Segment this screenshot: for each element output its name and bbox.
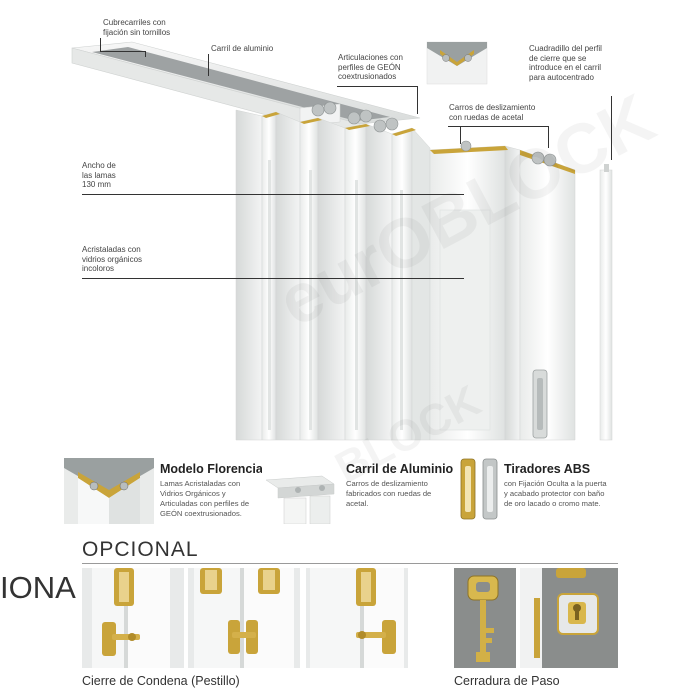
tiradores-detail-image bbox=[460, 458, 498, 520]
folded-slats bbox=[235, 101, 431, 441]
articulation-detail-thumb bbox=[426, 41, 488, 85]
label-carril: Carril de aluminio bbox=[211, 44, 274, 53]
carril-title: Carril de Aluminio bbox=[346, 462, 454, 476]
cerradura-caption: Cerradura de Paso bbox=[454, 674, 560, 688]
lock-photo bbox=[520, 568, 618, 668]
opcional-title: OPCIONAL bbox=[82, 538, 199, 561]
tiradores-title: Tiradores ABS bbox=[504, 462, 591, 476]
latch-photo-3 bbox=[306, 568, 408, 668]
side-text: IONA bbox=[0, 570, 76, 605]
opcional-divider bbox=[82, 563, 618, 564]
carril-detail-image bbox=[262, 470, 338, 524]
florencia-title: Modelo Florencia bbox=[160, 462, 263, 476]
latch-photo-1 bbox=[82, 568, 184, 668]
open-slats bbox=[429, 140, 613, 441]
latch-photo-2 bbox=[188, 568, 300, 668]
florencia-detail-image bbox=[64, 458, 154, 524]
key-photo bbox=[454, 568, 516, 668]
cierre-caption: Cierre de Condena (Pestillo) bbox=[82, 674, 240, 688]
